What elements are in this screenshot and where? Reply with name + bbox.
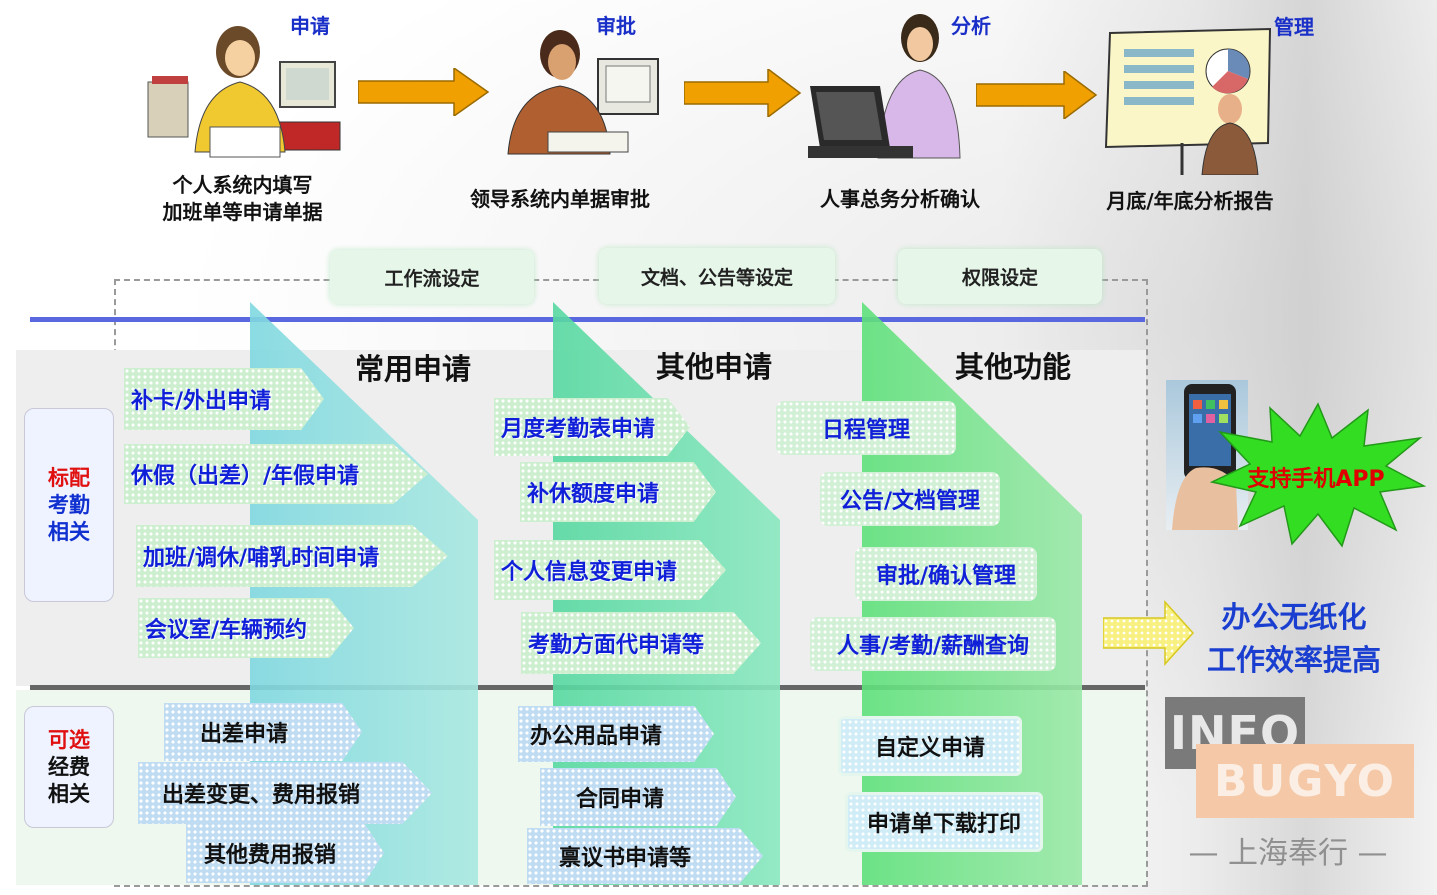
blue-divider-line <box>30 317 1145 322</box>
expense-other-item: 办公用品申请 <box>518 706 714 762</box>
function-item: 审批/确认管理 <box>855 547 1037 601</box>
flow-arrow-3 <box>975 69 1098 123</box>
side-label-standard-line1: 标配 <box>48 465 90 490</box>
expense-function-item: 自定义申请 <box>838 716 1022 776</box>
other-app-item: 月度考勤表申请 <box>494 398 690 456</box>
common-app-item: 休假（出差）/年假申请 <box>124 444 428 504</box>
document-notice-settings-box: 文档、公告等设定 <box>599 248 835 304</box>
other-app-item: 补休额度申请 <box>520 462 716 522</box>
expense-other-item: 合同申请 <box>540 768 736 826</box>
expense-app-item: 出差变更、费用报销 <box>138 762 432 824</box>
other-app-item: 考勤方面代申请等 <box>521 612 761 674</box>
logo-bugyo-block: BUGYO <box>1196 744 1414 818</box>
side-label-optional-line1: 可选 <box>48 727 90 752</box>
expense-function-item: 申请单下载打印 <box>845 792 1043 852</box>
column-heading-common: 常用申请 <box>355 352 472 386</box>
mobile-app-badge-text: 支持手机APP <box>1247 467 1385 492</box>
step-title-approve: 审批 <box>596 14 636 38</box>
side-label-standard-line2: 考勤 <box>48 492 90 517</box>
step-title-manage: 管理 <box>1274 15 1314 39</box>
step-caption-apply-line1: 个人系统内填写 <box>172 173 313 197</box>
step-title-apply: 申请 <box>290 14 330 38</box>
result-line1: 办公无纸化 <box>1221 600 1367 634</box>
column-heading-functions: 其他功能 <box>955 350 1072 384</box>
step-caption-apply: 个人系统内填写 加班单等申请单据 <box>140 172 345 226</box>
step-caption-analyze: 人事总务分析确认 <box>820 187 980 211</box>
common-app-item: 加班/调休/哺乳时间申请 <box>136 525 448 587</box>
flow-arrow-2 <box>683 67 802 121</box>
workflow-settings-box: 工作流设定 <box>330 250 534 304</box>
result-arrow <box>1102 600 1195 666</box>
expense-app-item: 其他费用报销 <box>186 823 384 883</box>
side-label-optional-line3: 相关 <box>48 781 90 806</box>
logo-bugyo-text: BUGYO <box>1213 755 1397 807</box>
step-title-analyze: 分析 <box>951 14 991 38</box>
step-caption-approve: 领导系统内单据审批 <box>470 187 650 211</box>
permission-settings-box: 权限设定 <box>898 249 1102 304</box>
function-item: 人事/考勤/薪酬查询 <box>810 617 1056 671</box>
person-filling-form-illustration <box>140 12 345 162</box>
mobile-app-starburst <box>1209 402 1427 548</box>
flow-arrow-1 <box>357 66 490 120</box>
presentation-report-illustration <box>1102 25 1274 176</box>
result-text: 办公无纸化 工作效率提高 <box>1196 596 1392 682</box>
side-label-standard-line3: 相关 <box>48 519 90 544</box>
hr-analyzing-illustration <box>808 8 966 168</box>
step-caption-apply-line2: 加班单等申请单据 <box>162 200 323 224</box>
column-heading-other: 其他申请 <box>656 350 773 384</box>
logo-tagline: — 上海奉行 — <box>1188 836 1388 871</box>
manager-approving-illustration <box>498 14 666 164</box>
common-app-item: 补卡/外出申请 <box>124 368 324 430</box>
expense-app-item: 出差申请 <box>164 703 362 761</box>
other-app-item: 个人信息变更申请 <box>494 540 726 600</box>
result-line2: 工作效率提高 <box>1206 643 1381 677</box>
expense-other-item: 禀议书申请等 <box>527 828 763 884</box>
function-item: 公告/文档管理 <box>820 472 1000 526</box>
function-item: 日程管理 <box>776 401 956 455</box>
side-label-optional-line2: 经费 <box>48 754 90 779</box>
common-app-item: 会议室/车辆预约 <box>138 598 354 658</box>
step-caption-manage: 月底/年底分析报告 <box>1106 189 1274 213</box>
side-label-standard: 标配 考勤 相关 <box>24 408 114 602</box>
side-label-optional: 可选 经费 相关 <box>24 706 114 828</box>
